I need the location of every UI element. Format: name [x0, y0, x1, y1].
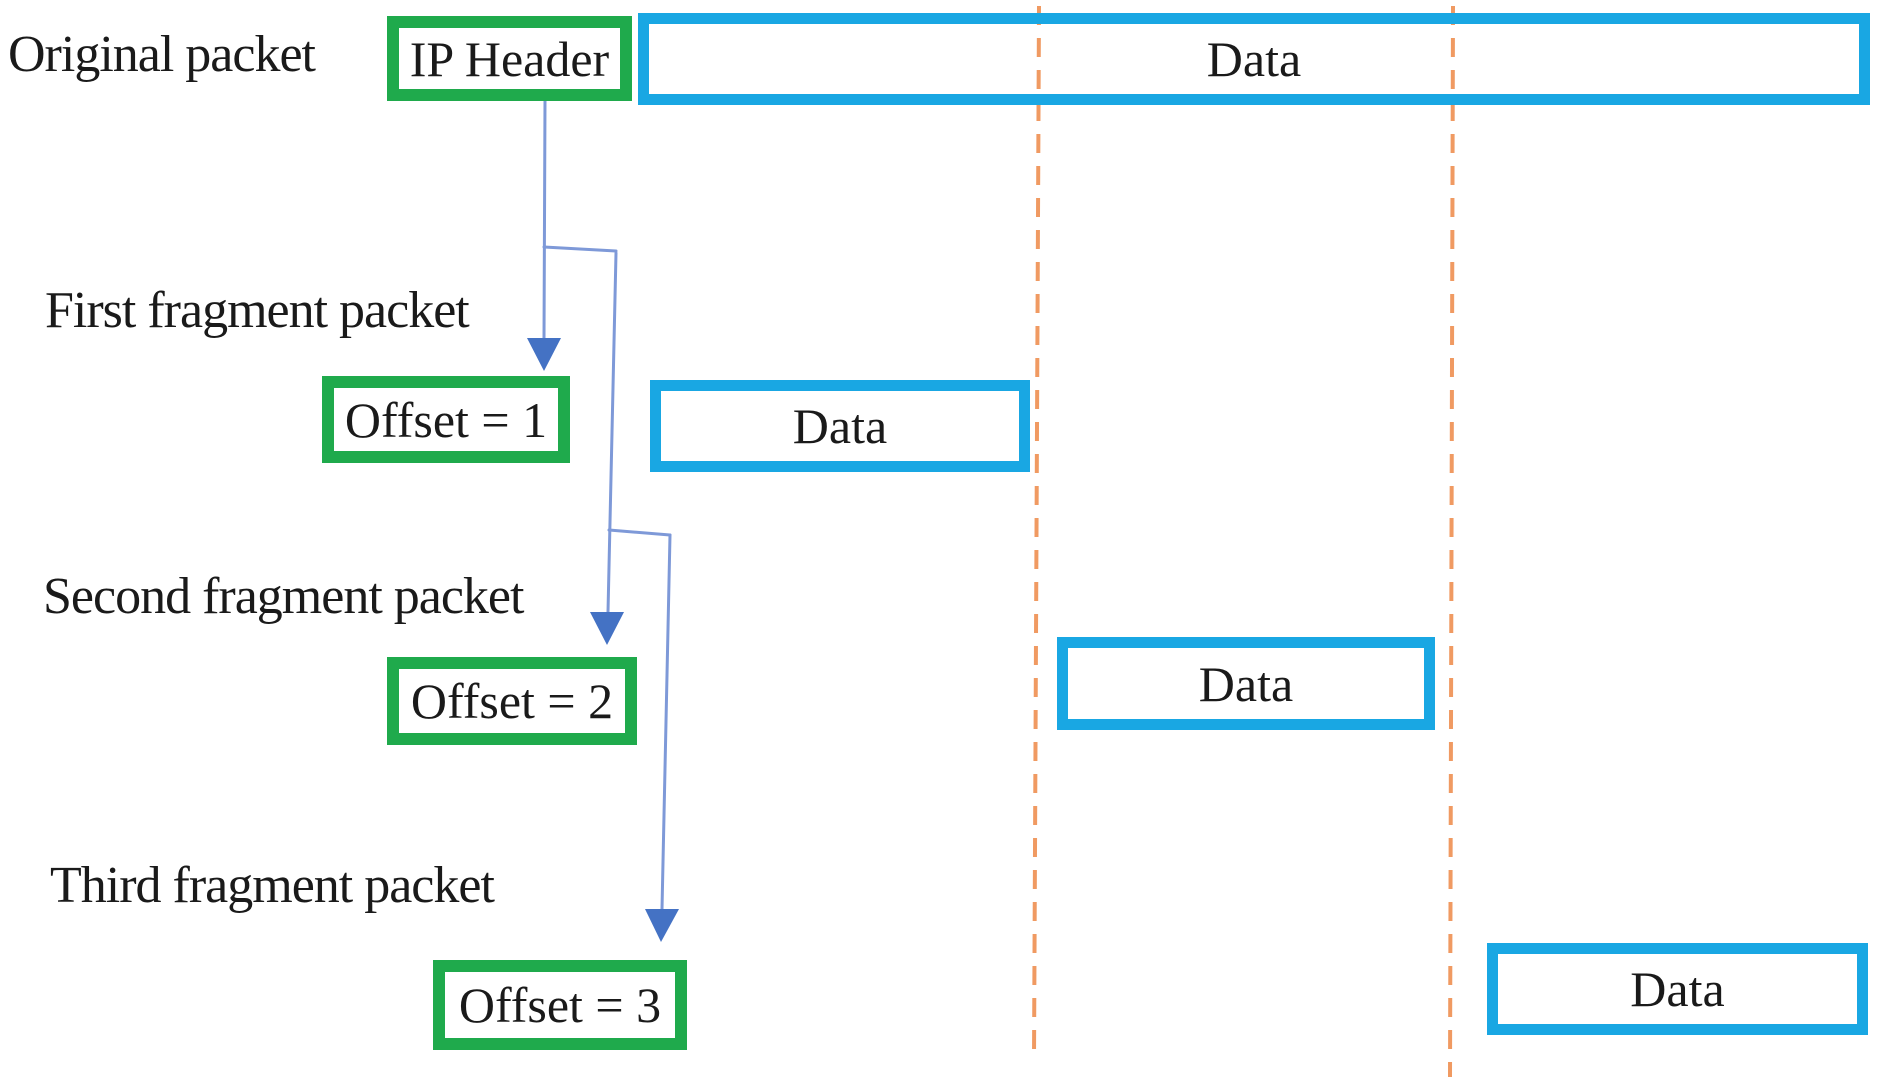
arrow-line-to-offset-2	[606, 251, 618, 614]
offset-1-box-text: Offset = 1	[344, 391, 548, 448]
data-box-fragment-3-text: Data	[1630, 961, 1725, 1017]
offset-3-box-text: Offset = 3	[458, 977, 662, 1033]
ip-header-box: IP Header	[387, 16, 632, 101]
elbow-segment-1	[542, 245, 618, 253]
data-box-fragment-2-text: Data	[1198, 655, 1294, 712]
ip-header-box-text: IP Header	[409, 30, 610, 87]
fragment-boundary-line-1	[1032, 5, 1041, 1061]
offset-2-box-text: Offset = 2	[410, 673, 614, 729]
arrow-head-offset-3-icon	[645, 909, 679, 942]
arrow-head-offset-2-icon	[590, 612, 624, 645]
offset-2-box: Offset = 2	[387, 657, 637, 745]
row-label-third-fragment: Third fragment packet	[50, 857, 495, 914]
arrow-line-to-offset-3	[660, 533, 672, 911]
data-box-fragment-2: Data	[1057, 637, 1435, 730]
offset-3-box: Offset = 3	[433, 960, 687, 1050]
arrow-line-to-offset-1	[542, 98, 547, 341]
data-box-original-text: Data	[1206, 31, 1302, 87]
offset-1-box: Offset = 1	[322, 376, 570, 463]
fragment-boundary-line-2	[1448, 5, 1455, 1078]
data-box-fragment-3: Data	[1487, 943, 1868, 1035]
data-box-fragment-1-text: Data	[792, 398, 888, 454]
data-box-fragment-1: Data	[650, 380, 1030, 472]
row-label-original-packet: Original packet	[8, 26, 316, 83]
row-label-second-fragment: Second fragment packet	[43, 568, 524, 625]
data-box-original: Data	[638, 13, 1870, 105]
elbow-segment-2	[607, 528, 672, 537]
arrow-head-offset-1-icon	[527, 338, 561, 371]
row-label-first-fragment: First fragment packet	[45, 282, 470, 339]
